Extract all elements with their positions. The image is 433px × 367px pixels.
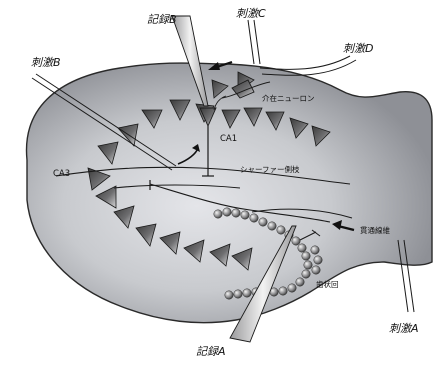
label-record-a: 記録A bbox=[196, 345, 226, 358]
stimulating-electrode-c bbox=[248, 20, 260, 64]
label-perforant: 貫通線維 bbox=[360, 225, 390, 235]
label-stim-b: 刺激B bbox=[31, 56, 61, 69]
label-dentate: 歯状回 bbox=[316, 279, 339, 289]
label-record-b: 記録B bbox=[147, 13, 177, 26]
label-stim-d: 刺激D bbox=[343, 42, 373, 55]
label-schaffer: シャーファー側枝 bbox=[240, 164, 300, 174]
label-interneuron: 介在ニューロン bbox=[262, 93, 315, 103]
label-stim-a: 刺激A bbox=[389, 322, 419, 335]
label-ca1: CA1 bbox=[220, 134, 237, 144]
label-ca3: CA3 bbox=[53, 169, 70, 179]
label-stim-c: 刺激C bbox=[236, 7, 266, 20]
hippocampal-slice bbox=[27, 63, 432, 323]
